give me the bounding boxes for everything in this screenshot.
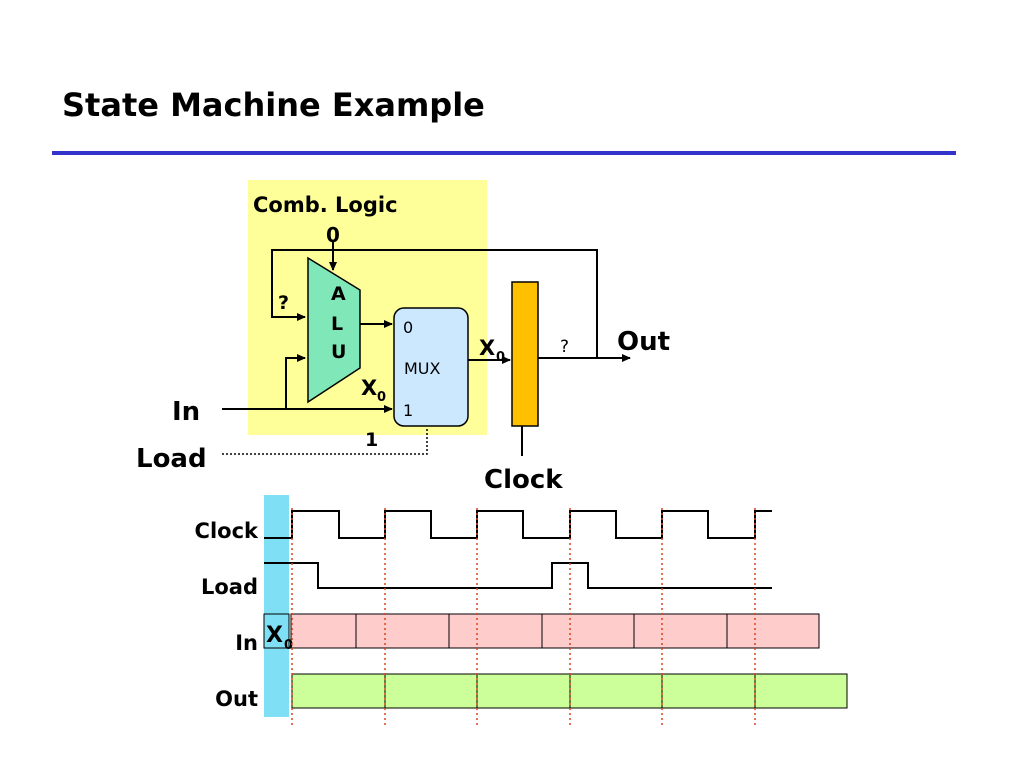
in-first-value: X	[266, 623, 283, 648]
mux-output-x-subscript: 0	[496, 350, 505, 365]
timing-label-in: In	[235, 631, 258, 655]
in-band-initial	[263, 613, 290, 649]
in-band	[726, 613, 820, 649]
alu-label-l: L	[331, 313, 343, 335]
feedback-wire	[271, 249, 598, 358]
mux-input-0-label: 0	[403, 318, 413, 337]
alu-block	[307, 256, 361, 404]
load-wire	[222, 428, 428, 455]
in-band	[633, 613, 728, 649]
mux-output-x: X	[479, 336, 495, 360]
initial-state-highlight	[264, 495, 289, 717]
out-band	[754, 673, 848, 709]
in-bus: X 0	[263, 613, 820, 653]
out-band	[384, 673, 478, 709]
out-label: Out	[617, 327, 670, 357]
out-band	[569, 673, 663, 709]
clock-waveform	[264, 510, 772, 539]
timing-diagram: Clock Load In Out X 0	[195, 495, 848, 728]
title-rule	[52, 151, 956, 155]
out-band	[291, 673, 386, 709]
mux-input-x-subscript: 0	[377, 390, 386, 405]
timing-label-out: Out	[215, 687, 258, 711]
alu-label-a: A	[331, 283, 346, 305]
load-label: Load	[136, 444, 207, 474]
select-value: 1	[365, 429, 378, 451]
in-band	[290, 613, 357, 649]
clock-label: Clock	[484, 465, 563, 495]
load-waveform	[264, 562, 772, 589]
mux-input-x: X	[361, 376, 377, 400]
in-band	[448, 613, 543, 649]
in-band	[541, 613, 635, 649]
register-output-value: ?	[560, 337, 569, 357]
mux-input-1-label: 1	[403, 401, 413, 420]
comb-logic-label: Comb. Logic	[253, 193, 398, 217]
in-first-subscript: 0	[284, 638, 293, 653]
alu-feedback-value: ?	[278, 292, 289, 314]
mux-label: MUX	[404, 359, 441, 378]
out-band	[661, 673, 756, 709]
in-to-alu-wire	[285, 354, 306, 409]
mux-block	[393, 307, 469, 427]
in-label: In	[172, 397, 200, 427]
timing-label-load: Load	[201, 575, 258, 599]
slide-title: State Machine Example	[62, 86, 485, 124]
out-bus	[291, 673, 848, 709]
in-band	[355, 613, 450, 649]
alu-label-u: U	[331, 341, 346, 363]
timing-label-clock: Clock	[195, 519, 259, 543]
out-band	[476, 673, 571, 709]
register-block	[511, 281, 539, 427]
alu-top-input-value: 0	[326, 223, 340, 247]
circuit-diagram: Comb. Logic ? 0 A L U 0 MUX 1 In X 0 Loa…	[136, 180, 670, 495]
